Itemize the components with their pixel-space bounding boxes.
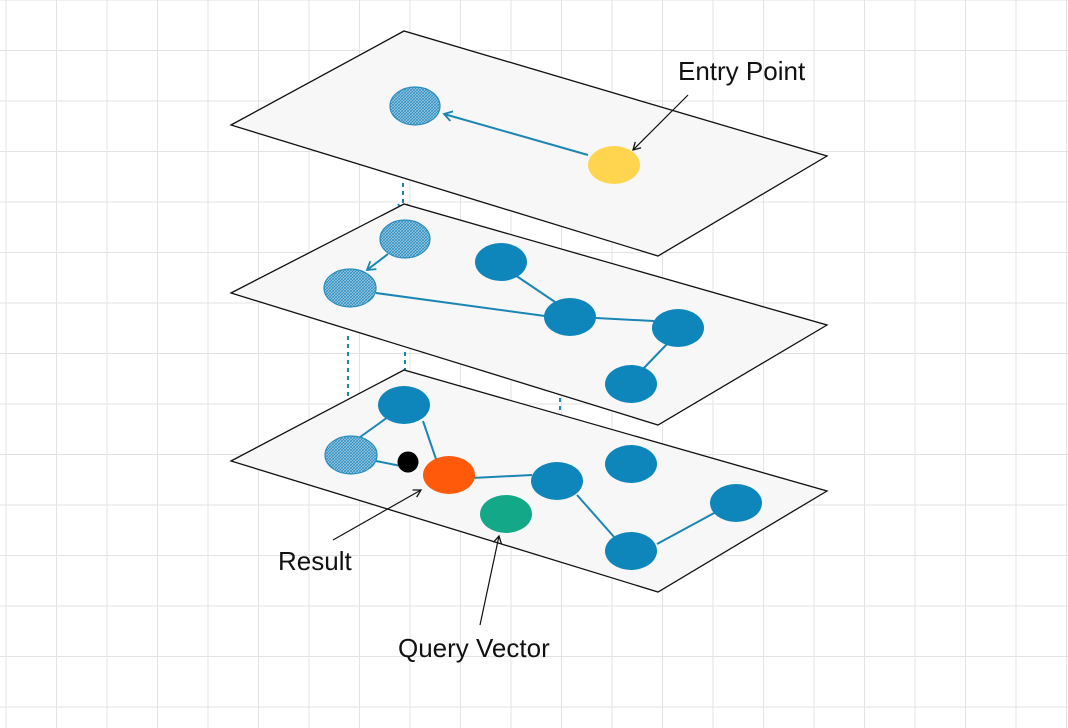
cursor-dot bbox=[397, 451, 419, 473]
node-bottom-top bbox=[378, 386, 430, 424]
node-entry-point bbox=[588, 146, 640, 184]
node-visited-bottom bbox=[324, 435, 378, 475]
node-bottom-b bbox=[531, 462, 583, 500]
node-mid-c bbox=[652, 309, 704, 347]
node-result bbox=[423, 456, 475, 494]
middle-edges bbox=[365, 253, 669, 371]
query-vector-label: Query Vector bbox=[398, 633, 550, 663]
node-visited-mid-1 bbox=[379, 219, 431, 259]
node-visited-mid-2 bbox=[323, 268, 377, 308]
entry-point-label: Entry Point bbox=[678, 56, 806, 86]
node-bottom-d bbox=[710, 484, 762, 522]
query-vector-pointer bbox=[479, 534, 503, 626]
bottom-edges bbox=[355, 416, 717, 545]
node-bottom-e bbox=[605, 532, 657, 570]
node-mid-d bbox=[605, 365, 657, 403]
entry-point-pointer bbox=[632, 94, 689, 151]
edge-top-entry-to-visited bbox=[442, 110, 589, 156]
result-label: Result bbox=[278, 546, 352, 576]
node-visited-top bbox=[389, 86, 441, 126]
result-pointer bbox=[332, 489, 423, 541]
node-query-vector bbox=[480, 495, 532, 533]
layer-plane-bottom bbox=[229, 369, 829, 593]
layer-plane-top bbox=[229, 30, 829, 257]
node-mid-a bbox=[475, 243, 527, 281]
node-bottom-c bbox=[605, 445, 657, 483]
node-mid-b bbox=[544, 298, 596, 336]
